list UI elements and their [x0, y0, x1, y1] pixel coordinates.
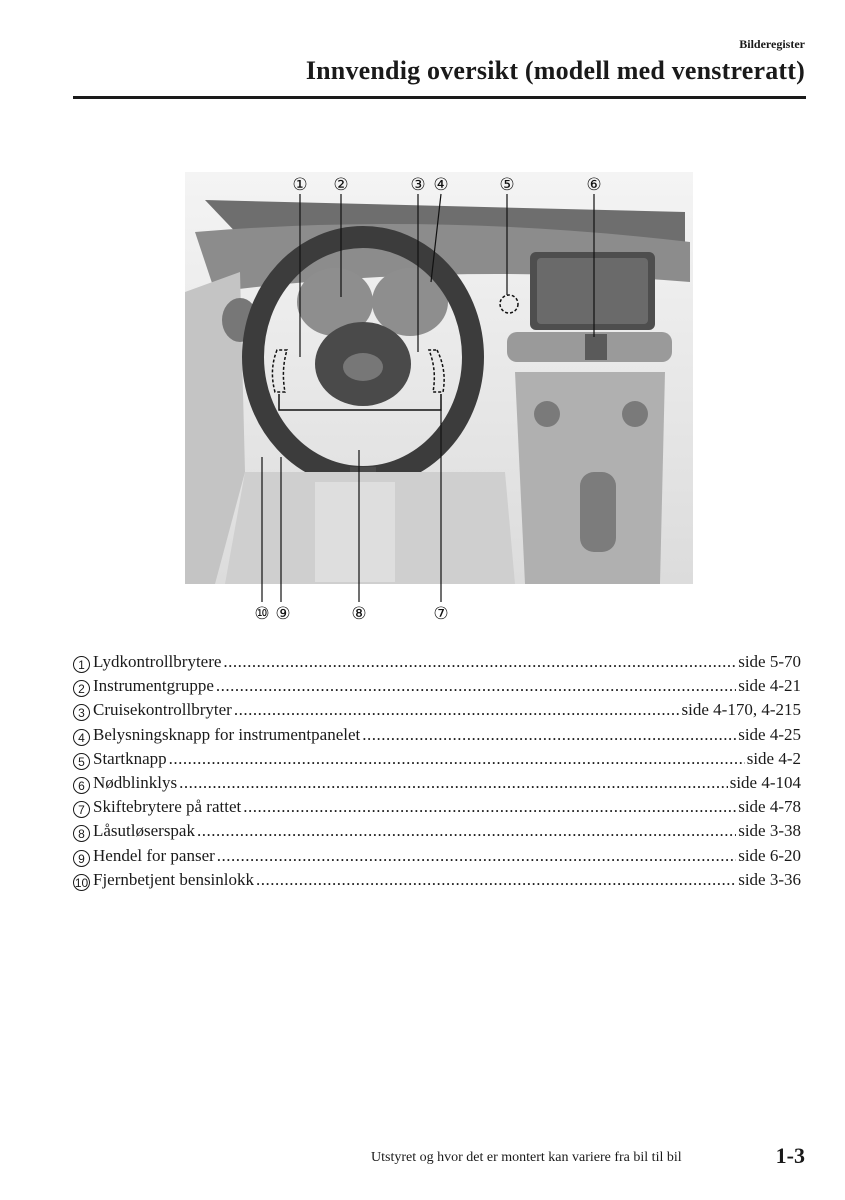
legend-label: Hendel for panser	[93, 845, 215, 865]
legend-label: Lydkontrollbrytere	[93, 652, 222, 671]
legend-label: Belysningsknapp for instrumentpanelet	[93, 724, 361, 744]
center-screen-glass	[537, 258, 648, 324]
legend-label: Instrumentgruppe	[93, 676, 214, 696]
legend-number: 1	[73, 656, 90, 673]
legend-number: 9	[73, 849, 90, 867]
switch-bracket	[278, 394, 442, 411]
callout-9: ⑨	[275, 604, 290, 620]
leader-dots	[362, 725, 736, 745]
callout-5: ⑤	[499, 175, 514, 195]
leader-dots	[217, 846, 736, 866]
climate-knob-left	[534, 401, 560, 427]
legend-page-ref: side 4-2	[746, 748, 801, 768]
legend-page-ref: side 4-25	[738, 724, 801, 744]
legend-number: 5	[73, 752, 90, 770]
climate-knob-right	[622, 401, 648, 427]
page-number: 1-3	[775, 1143, 805, 1168]
callout-6: ⑥	[586, 175, 601, 195]
legend-label: Startknapp	[93, 748, 167, 768]
legend-page-ref: side 4-78	[738, 797, 801, 817]
legend-label: Fjernbetjent bensinlokk	[93, 869, 255, 889]
audio-switch-area	[271, 349, 289, 393]
gauge-right	[372, 268, 448, 336]
gear-shifter	[580, 472, 616, 552]
legend-label: Låsutløserspak	[93, 821, 195, 841]
leader-dots	[197, 821, 736, 841]
legend-label: Nødblinklys	[93, 772, 178, 792]
gauge-left	[297, 268, 373, 336]
legend-page-ref: side 4-21	[738, 676, 801, 696]
footer-note: Utstyret og hvor det er montert kan vari…	[371, 1150, 682, 1165]
callout-4: ④	[433, 175, 448, 195]
legend-number: 4	[73, 728, 90, 746]
legend-page-ref: side 6-20	[738, 845, 801, 865]
callout-10: ⑩	[254, 604, 269, 620]
title-rule	[73, 96, 806, 99]
hazard-button	[585, 334, 607, 360]
callout-7: ⑦	[433, 604, 448, 620]
leader-dots	[216, 676, 736, 696]
legend-page-ref: side 3-36	[738, 869, 801, 889]
leader-dots	[179, 773, 728, 793]
left-door	[185, 272, 245, 584]
start-button	[499, 294, 519, 314]
leader-lines	[261, 193, 595, 602]
legend-number: 6	[73, 776, 90, 794]
legend-number: 2	[73, 680, 90, 698]
leader-dots	[223, 652, 736, 672]
legend-number: 7	[73, 801, 90, 819]
pedal-mat	[315, 482, 395, 582]
callout-2: ②	[333, 175, 348, 195]
legend-number: 10	[73, 873, 90, 891]
steering-wheel-logo	[343, 353, 383, 381]
leader-dots	[169, 749, 745, 769]
section-label: Bilderegister	[739, 37, 805, 51]
legend-number: 3	[73, 704, 90, 722]
legend-page-ref: side 4-104	[729, 772, 801, 792]
dashboard-illustration: ① ② ③ ④ ⑤ ⑥ ⑦ ⑧ ⑨ ⑩	[185, 172, 693, 620]
legend-page-ref: side 5-70	[738, 652, 801, 671]
legend-label: Cruisekontrollbryter	[93, 700, 232, 720]
leader-dots	[256, 870, 736, 890]
paddle-switch-area	[427, 349, 445, 393]
legend-number: 8	[73, 825, 90, 843]
legend-label: Skiftebrytere på rattet	[93, 797, 242, 817]
leader-dots	[243, 797, 736, 817]
legend-page-ref: side 3-38	[738, 821, 801, 841]
callout-8: ⑧	[351, 604, 366, 620]
leader-dots	[234, 700, 680, 720]
page-title: Innvendig oversikt (modell med venstrera…	[305, 56, 805, 85]
callout-1: ①	[292, 175, 307, 195]
callout-3: ③	[410, 175, 425, 195]
legend-page-ref: side 4-170, 4-215	[681, 700, 801, 720]
